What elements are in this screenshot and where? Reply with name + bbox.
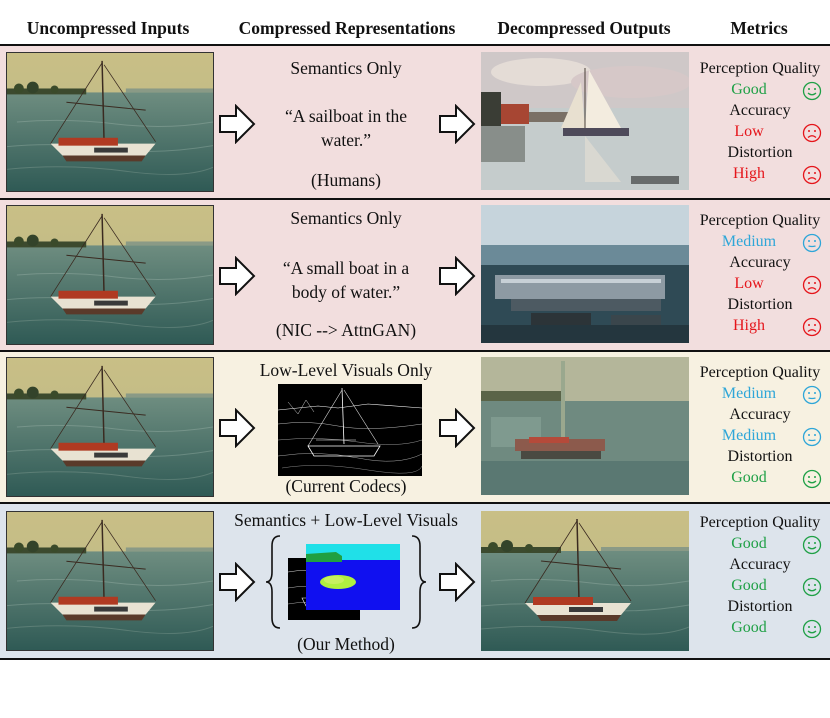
metrics-panel: Perception Quality Medium Accuracy Low D… bbox=[690, 200, 830, 350]
perception-label: Perception Quality bbox=[699, 212, 821, 229]
frowny-icon bbox=[802, 165, 822, 185]
perception-label: Perception Quality bbox=[699, 60, 821, 77]
row-nic-attngan: Semantics Only “A small boat in a body o… bbox=[0, 200, 830, 350]
accuracy-label: Accuracy bbox=[729, 254, 791, 271]
row-divider bbox=[0, 198, 830, 200]
accuracy-label: Accuracy bbox=[729, 102, 791, 119]
distortion-label: Distortion bbox=[727, 448, 793, 465]
representation-source: (NIC --> AttnGAN) bbox=[275, 320, 417, 340]
header-inputs: Uncompressed Inputs bbox=[26, 18, 190, 38]
row-divider bbox=[0, 502, 830, 504]
arrow-right-icon bbox=[219, 563, 255, 601]
metrics-panel: Perception Quality Good Accuracy Low Dis… bbox=[690, 46, 830, 198]
neutral-face-icon bbox=[802, 233, 822, 253]
arrow-right-icon bbox=[439, 409, 475, 447]
accuracy-value: Medium bbox=[721, 427, 777, 444]
accuracy-label: Accuracy bbox=[729, 406, 791, 423]
header-outputs: Decompressed Outputs bbox=[497, 18, 671, 38]
input-photo bbox=[6, 357, 214, 497]
smiley-icon bbox=[802, 469, 822, 489]
arrow-right-icon bbox=[219, 409, 255, 447]
representation-source: (Humans) bbox=[311, 170, 381, 190]
representation-title: Semantics + Low-Level Visuals bbox=[234, 510, 458, 530]
edge-map-image bbox=[278, 384, 422, 476]
representation-title: Semantics Only bbox=[290, 208, 402, 228]
header-metrics: Metrics bbox=[730, 18, 788, 38]
arrow-right-icon bbox=[439, 105, 475, 143]
distortion-value: High bbox=[733, 317, 765, 334]
perception-label: Perception Quality bbox=[699, 364, 821, 381]
distortion-label: Distortion bbox=[727, 598, 793, 615]
frowny-icon bbox=[802, 275, 822, 295]
top-rule bbox=[0, 44, 830, 46]
metrics-panel: Perception Quality Good Accuracy Good Di… bbox=[690, 504, 830, 658]
smiley-icon bbox=[802, 535, 822, 555]
row-divider bbox=[0, 350, 830, 352]
accuracy-label: Accuracy bbox=[729, 556, 791, 573]
output-blurry-image bbox=[481, 357, 689, 495]
representation-title: Low-Level Visuals Only bbox=[259, 360, 433, 380]
representation-title: Semantics Only bbox=[290, 58, 402, 78]
distortion-value: Good bbox=[731, 619, 767, 636]
arrow-right-icon bbox=[439, 563, 475, 601]
smiley-icon bbox=[802, 619, 822, 639]
row-humans: Semantics Only “A sailboat in the water.… bbox=[0, 46, 830, 198]
frowny-icon bbox=[802, 317, 822, 337]
input-photo bbox=[6, 511, 214, 651]
smiley-icon bbox=[802, 577, 822, 597]
accuracy-value: Low bbox=[734, 275, 764, 292]
output-painting bbox=[481, 52, 689, 190]
output-reconstructed-image bbox=[481, 511, 689, 651]
caption-text: “A sailboat in the water.” bbox=[285, 106, 407, 150]
perception-value: Medium bbox=[721, 385, 777, 402]
accuracy-value: Low bbox=[734, 123, 764, 140]
distortion-label: Distortion bbox=[727, 144, 793, 161]
smiley-icon bbox=[802, 81, 822, 101]
representation-source: (Current Codecs) bbox=[285, 476, 407, 496]
representation-source: (Our Method) bbox=[297, 634, 395, 654]
perception-value: Good bbox=[731, 535, 767, 552]
input-photo bbox=[6, 52, 214, 192]
perception-value: Good bbox=[731, 81, 767, 98]
neutral-face-icon bbox=[802, 427, 822, 447]
distortion-value: High bbox=[733, 165, 765, 182]
right-brace-icon bbox=[411, 535, 427, 629]
distortion-label: Distortion bbox=[727, 296, 793, 313]
row-our-method: Semantics + Low-Level Visuals (Our Metho… bbox=[0, 504, 830, 658]
segmentation-map bbox=[306, 544, 400, 610]
frowny-icon bbox=[802, 123, 822, 143]
metrics-panel: Perception Quality Medium Accuracy Mediu… bbox=[690, 352, 830, 502]
row-current-codecs: Low-Level Visuals Only (Current Codecs) bbox=[0, 352, 830, 502]
input-photo bbox=[6, 205, 214, 345]
output-generated-image bbox=[481, 205, 689, 343]
perception-value: Medium bbox=[721, 233, 777, 250]
perception-label: Perception Quality bbox=[699, 514, 821, 531]
neutral-face-icon bbox=[802, 385, 822, 405]
accuracy-value: Good bbox=[731, 577, 767, 594]
left-brace-icon bbox=[265, 535, 281, 629]
arrow-right-icon bbox=[439, 257, 475, 295]
bottom-rule bbox=[0, 658, 830, 660]
caption-text: “A small boat in a body of water.” bbox=[282, 258, 410, 302]
header-representations: Compressed Representations bbox=[238, 18, 456, 38]
distortion-value: Good bbox=[731, 469, 767, 486]
